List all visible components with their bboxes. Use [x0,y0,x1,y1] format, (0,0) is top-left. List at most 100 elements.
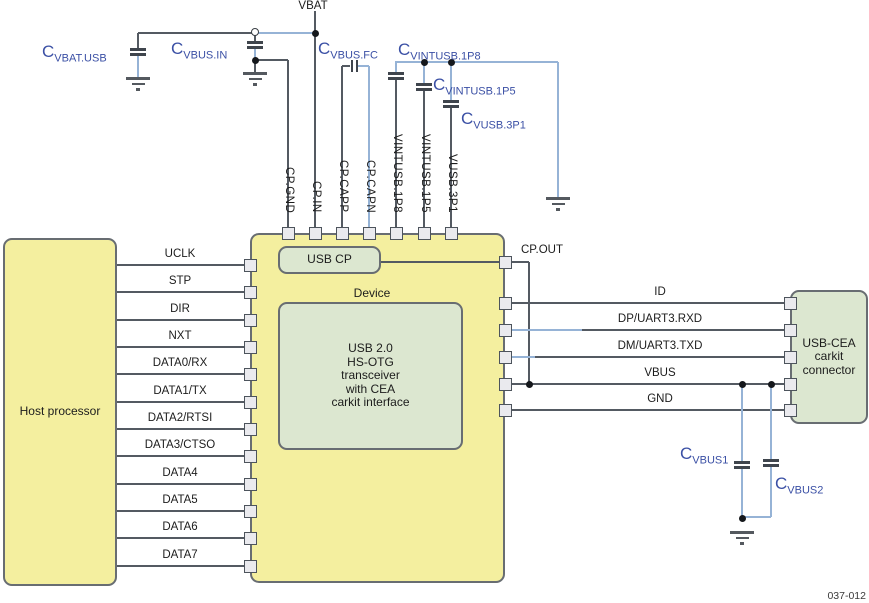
cap-label-vbus1: CVBUS1 [680,444,729,467]
pin-label-cp-gnd: CP.GND [283,166,295,213]
cap-label-vintusb-1p5: CVINTUSB.1P5 [433,75,516,98]
pin-dm-uart3-txd-connector [783,350,797,364]
pin-data7 [243,559,257,573]
wire-stp [117,291,244,293]
junction-dot [447,58,455,66]
ground-symbol [126,77,150,80]
transceiver-line: HS-OTG [347,354,394,369]
pin-cp-capn [362,226,376,240]
capacitor-vbus-fc-symbol [355,60,358,72]
signal-label-data0-rx: DATA0/RX [152,357,208,369]
pin-cp-out [498,255,512,269]
pin-nxt [243,340,257,354]
signal-label-data6: DATA6 [162,521,198,533]
pin-uclk [243,258,257,272]
transceiver-line: USB 2.0 [348,341,393,356]
pin-data2-rtsi [243,422,257,436]
signal-label-dir: DIR [170,303,190,315]
wire-dp-uart3-rxd [511,329,784,331]
wire-segment [557,62,559,197]
pin-dp-uart3-rxd-device [498,323,512,337]
cp-out-label: CP.OUT [521,244,563,256]
signal-label-stp: STP [168,275,192,287]
pin-id-device [498,296,512,310]
transceiver-line: with CEA [345,381,396,396]
wire-segment [770,384,772,459]
pin-label-cp-capp: CP.CAPP [337,160,349,213]
signal-label-vbus: VBUS [644,367,676,379]
pin-vusb-3p1 [444,226,458,240]
capacitor-vbat-usb-symbol [130,48,146,51]
wire-id [511,302,784,304]
wire-segment [356,65,369,67]
wire-segment [254,35,256,41]
capacitor-vintusb-1p5-symbol [416,88,432,91]
connector-line: USB-CEA [802,335,856,350]
wire-segment [741,469,743,518]
capacitor-vintusb-1p8-symbol [388,72,404,75]
pin-data1-tx [243,395,257,409]
pin-label-vusb-3p1: VUSB.3P1 [446,154,458,213]
capacitor-vbat-usb-symbol [130,53,146,56]
wire-vbus [511,383,784,385]
signal-label-data4: DATA4 [162,467,198,479]
capacitor-vintusb-1p5-symbol [416,83,432,86]
pin-vintusb-1p5 [417,226,431,240]
signal-label-id: ID [654,286,666,298]
signal-label-data3-ctso: DATA3/CTSO [144,439,216,451]
pin-gnd-connector [783,403,797,417]
device-label: Device [353,286,391,300]
capacitor-vbus1-symbol [734,461,750,464]
pin-label-vintusb-1p8: VINTUSB.1P8 [391,134,403,213]
wire-segment [314,11,316,227]
wire-dm-uart3-txd [511,356,784,358]
pin-data5 [243,504,257,518]
wire-nxt [117,346,244,348]
pin-dp-uart3-rxd-connector [783,323,797,337]
ground-symbol [735,536,749,539]
wire-segment [528,262,530,384]
cap-label-sub-vbat-usb: VBAT.USB [54,52,107,65]
signal-label-data7: DATA7 [162,549,198,561]
cap-label-sub-vintusb-1p5: VINTUSB.1P5 [445,85,516,98]
cap-label-vbus2: CVBUS2 [775,474,824,497]
signal-label-data2-rtsi: DATA2/RTSI [147,412,213,424]
capacitor-vusb-3p1-symbol [443,100,459,103]
wire-uclk [117,264,244,266]
pin-data4 [243,477,257,491]
vbat-label: VBAT [298,0,328,12]
pin-label-cp-in: CP.IN [310,181,322,213]
pin-vbus-connector [783,377,797,391]
capacitor-vusb-3p1-symbol [443,105,459,108]
cap-label-sub-vbus-in: VBUS.IN [183,49,228,62]
wire-data7 [117,565,244,567]
ground-symbol [136,87,140,91]
wire-segment [396,61,558,63]
junction-dot [420,58,428,66]
wire-segment [423,91,425,227]
junction-dot [311,29,319,37]
wire-segment [395,80,397,227]
pin-dir [243,313,257,327]
capacitor-vbus2-symbol [763,464,779,467]
capacitor-vintusb-1p8-symbol [388,77,404,80]
ground-symbol [556,207,560,211]
wire-segment [511,261,529,263]
ground-symbol [243,72,267,75]
wire-data0-rx [117,373,244,375]
wire-segment [381,261,499,263]
signal-label-data5: DATA5 [162,494,198,506]
wire-segment [342,65,350,67]
wire-segment [138,32,252,34]
cap-label-sub-vbus2: VBUS2 [787,484,824,497]
capacitor-vbus-in-symbol [247,41,263,44]
cap-label-vbus-in: CVBUS.IN [171,39,228,62]
usb-cp-block: USB CP [278,246,381,274]
pin-cp-gnd [281,226,295,240]
signal-label-nxt: NXT [168,330,192,342]
capacitor-vbus-in-symbol [247,46,263,49]
pin-data3-ctso [243,449,257,463]
figure-code: 037-012 [827,590,866,602]
capacitor-vbus1-symbol [734,466,750,469]
